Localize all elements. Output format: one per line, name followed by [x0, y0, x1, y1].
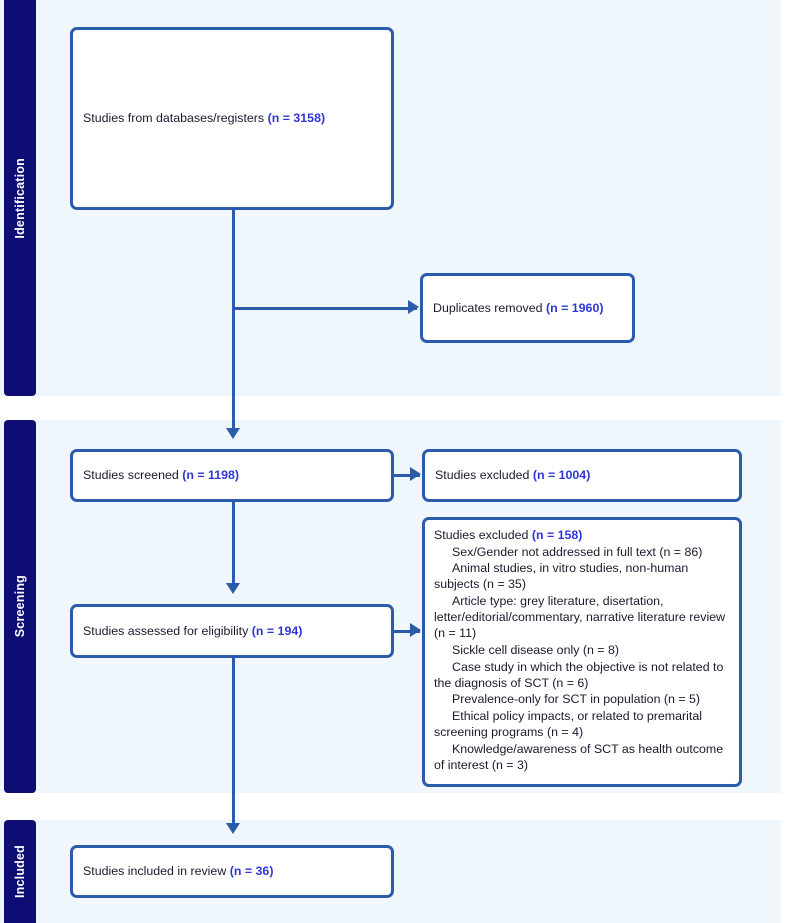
stage-label-included-text: Included: [13, 845, 27, 898]
arrowhead-to-included: [226, 823, 240, 834]
node-screened-label: Studies screened: [83, 468, 183, 483]
stage-label-included: Included: [4, 820, 36, 923]
node-reasons-heading-count: (n = 158): [531, 528, 583, 542]
stage-label-screening: Screening: [4, 420, 36, 793]
exclusion-reason-item: Sickle cell disease only (n = 8): [452, 642, 620, 657]
node-screened-count: (n = 1198): [182, 468, 240, 483]
stage-label-identification-text: Identification: [13, 157, 27, 239]
node-studies-screened: Studies screened (n = 1198): [70, 449, 394, 502]
node-duplicates-text: Duplicates removed (n = 1960): [423, 300, 632, 316]
node-databases-count: (n = 3158): [267, 111, 326, 126]
node-databases-registers: Studies from databases/registers (n = 31…: [70, 27, 394, 210]
connector-databases-down: [232, 210, 235, 310]
node-duplicates-label: Duplicates removed: [433, 300, 546, 315]
arrowhead-to-screened: [226, 428, 240, 439]
connector-to-included: [232, 658, 235, 824]
arrowhead-to-excluded: [410, 467, 421, 481]
exclusion-reason-item: Sex/Gender not addressed in full text (n…: [452, 544, 703, 559]
exclusion-reason-item: Ethical policy impacts, or related to pr…: [434, 708, 702, 739]
node-duplicates-count: (n = 1960): [545, 300, 604, 315]
arrowhead-to-exclusion-reasons: [410, 623, 421, 637]
exclusion-reason-item: Prevalence-only for SCT in population (n…: [452, 692, 701, 707]
node-studies-included-review: Studies included in review (n = 36): [70, 845, 394, 898]
connector-to-exclusion-reasons: [394, 630, 420, 633]
exclusion-reason-item: Animal studies, in vitro studies, non-hu…: [434, 561, 689, 592]
connector-to-excluded: [394, 474, 420, 477]
node-databases-text: Studies from databases/registers (n = 31…: [73, 110, 391, 126]
node-included-count: (n = 36): [229, 864, 274, 879]
node-reasons-heading-label: Studies excluded: [434, 528, 532, 542]
node-eligibility-label: Studies assessed for eligibility: [83, 623, 252, 638]
node-excluded-label: Studies excluded: [435, 468, 533, 483]
node-exclusion-reasons: Studies excluded (n = 158) Sex/Gender no…: [422, 517, 742, 787]
node-screened-text: Studies screened (n = 1198): [73, 467, 391, 483]
node-excluded-count: (n = 1004): [532, 468, 591, 483]
connector-to-duplicates: [232, 307, 417, 310]
node-studies-assessed-eligibility: Studies assessed for eligibility (n = 19…: [70, 604, 394, 658]
connector-to-screened: [232, 307, 235, 429]
node-excluded-text: Studies excluded (n = 1004): [425, 467, 739, 483]
arrowhead-to-duplicates: [408, 300, 419, 314]
exclusion-reason-item: Case study in which the objective is not…: [434, 659, 724, 690]
node-reasons-heading: Studies excluded (n = 158): [434, 527, 730, 543]
arrowhead-to-eligibility: [226, 583, 240, 594]
node-included-text: Studies included in review (n = 36): [73, 863, 391, 879]
connector-to-eligibility: [232, 502, 235, 584]
node-duplicates-removed: Duplicates removed (n = 1960): [420, 273, 635, 343]
stage-label-identification: Identification: [4, 0, 36, 396]
exclusion-reason-item: Article type: grey literature, disertati…: [434, 594, 726, 641]
node-databases-label: Studies from databases/registers: [83, 111, 268, 126]
exclusion-reason-item: Knowledge/awareness of SCT as health out…: [434, 741, 724, 772]
node-eligibility-text: Studies assessed for eligibility (n = 19…: [73, 623, 391, 639]
node-included-label: Studies included in review: [83, 864, 230, 879]
node-studies-excluded: Studies excluded (n = 1004): [422, 449, 742, 502]
node-reasons-text: Studies excluded (n = 158) Sex/Gender no…: [425, 520, 739, 779]
node-eligibility-count: (n = 194): [251, 623, 303, 638]
stage-label-screening-text: Screening: [13, 575, 27, 638]
